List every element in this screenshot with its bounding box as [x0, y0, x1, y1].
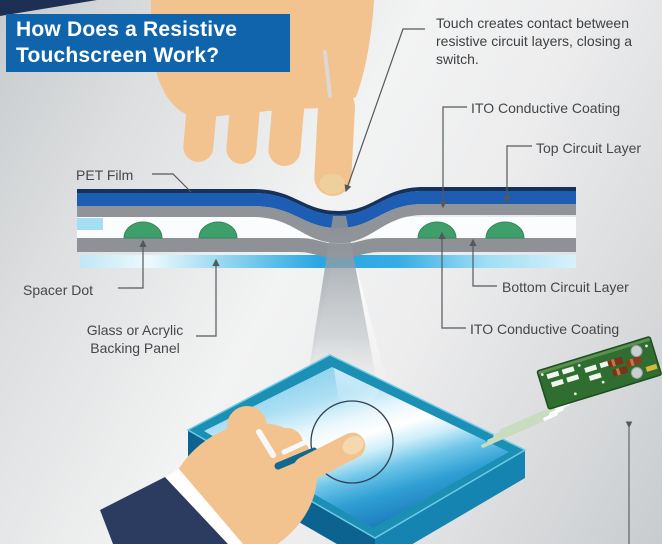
top-ito-coating — [77, 204, 576, 243]
pet-film-layer — [77, 187, 576, 215]
label-spacer-dot: Spacer Dot — [23, 282, 94, 298]
label-ito-bottom: ITO Conductive Coating — [470, 321, 620, 337]
label-pet-film: PET Film — [76, 167, 134, 183]
title-line-2: Touchscreen Work? — [16, 44, 220, 67]
label-backing-line2: Backing Panel — [90, 340, 180, 356]
knuckle-1 — [227, 406, 267, 446]
leader-pet-film — [152, 173, 192, 193]
title-box: How Does a Resistive Touchscreen Work? — [6, 14, 290, 72]
pcb-resistors — [607, 356, 643, 377]
corner-triangle — [0, 0, 97, 16]
sleeve — [100, 477, 228, 544]
fingernail-top — [319, 173, 346, 194]
pcb-trimpots — [630, 345, 643, 379]
leader-top-circuit — [503, 145, 532, 204]
finger-gap-highlight-2 — [281, 439, 309, 455]
touch-circle — [310, 400, 394, 484]
gap-left-cap — [77, 218, 103, 230]
screen-sliver — [274, 447, 318, 470]
panel-side-right — [375, 450, 525, 544]
touch-note: Touch creates contact between resistive … — [436, 15, 633, 67]
spacer-dots — [123, 221, 525, 239]
label-backing-line1: Glass or Acrylic — [86, 322, 184, 338]
index-finger — [292, 432, 366, 483]
label-bottom-circuit: Bottom Circuit Layer — [502, 279, 629, 295]
leader-lines — [118, 28, 532, 337]
folded-finger-2 — [226, 90, 261, 164]
top-circuit-layer — [77, 191, 576, 228]
cross-section — [77, 187, 576, 268]
cuff — [165, 469, 243, 544]
label-top-circuit: Top Circuit Layer — [536, 140, 642, 156]
title-line-1: How Does a Resistive — [16, 18, 238, 41]
finger-gap-highlight — [256, 429, 276, 458]
index-finger-top — [314, 88, 356, 196]
pcb-connector — [645, 363, 658, 372]
label-ito-top: ITO Conductive Coating — [471, 100, 621, 116]
touch-beam-core — [306, 216, 378, 388]
leader-ito-top — [439, 106, 467, 209]
pcb-chips — [546, 359, 613, 388]
circuit-board — [536, 336, 662, 410]
bottom-circuit-layer — [77, 238, 576, 258]
folded-finger-1 — [183, 92, 217, 162]
leader-backing-panel — [196, 258, 220, 337]
leader-touch-note — [344, 28, 425, 193]
folded-finger-3 — [268, 88, 305, 166]
thumb-crease — [323, 50, 332, 98]
leader-bottom-circuit — [469, 238, 497, 287]
pcb-vias — [540, 344, 648, 396]
label-backing-panel: Glass or Acrylic Backing Panel — [74, 321, 196, 357]
knuckle-2 — [271, 428, 303, 460]
leader-spacer-dot — [118, 239, 147, 289]
fingernail — [342, 436, 364, 455]
leader-ito-bottom — [438, 231, 466, 329]
